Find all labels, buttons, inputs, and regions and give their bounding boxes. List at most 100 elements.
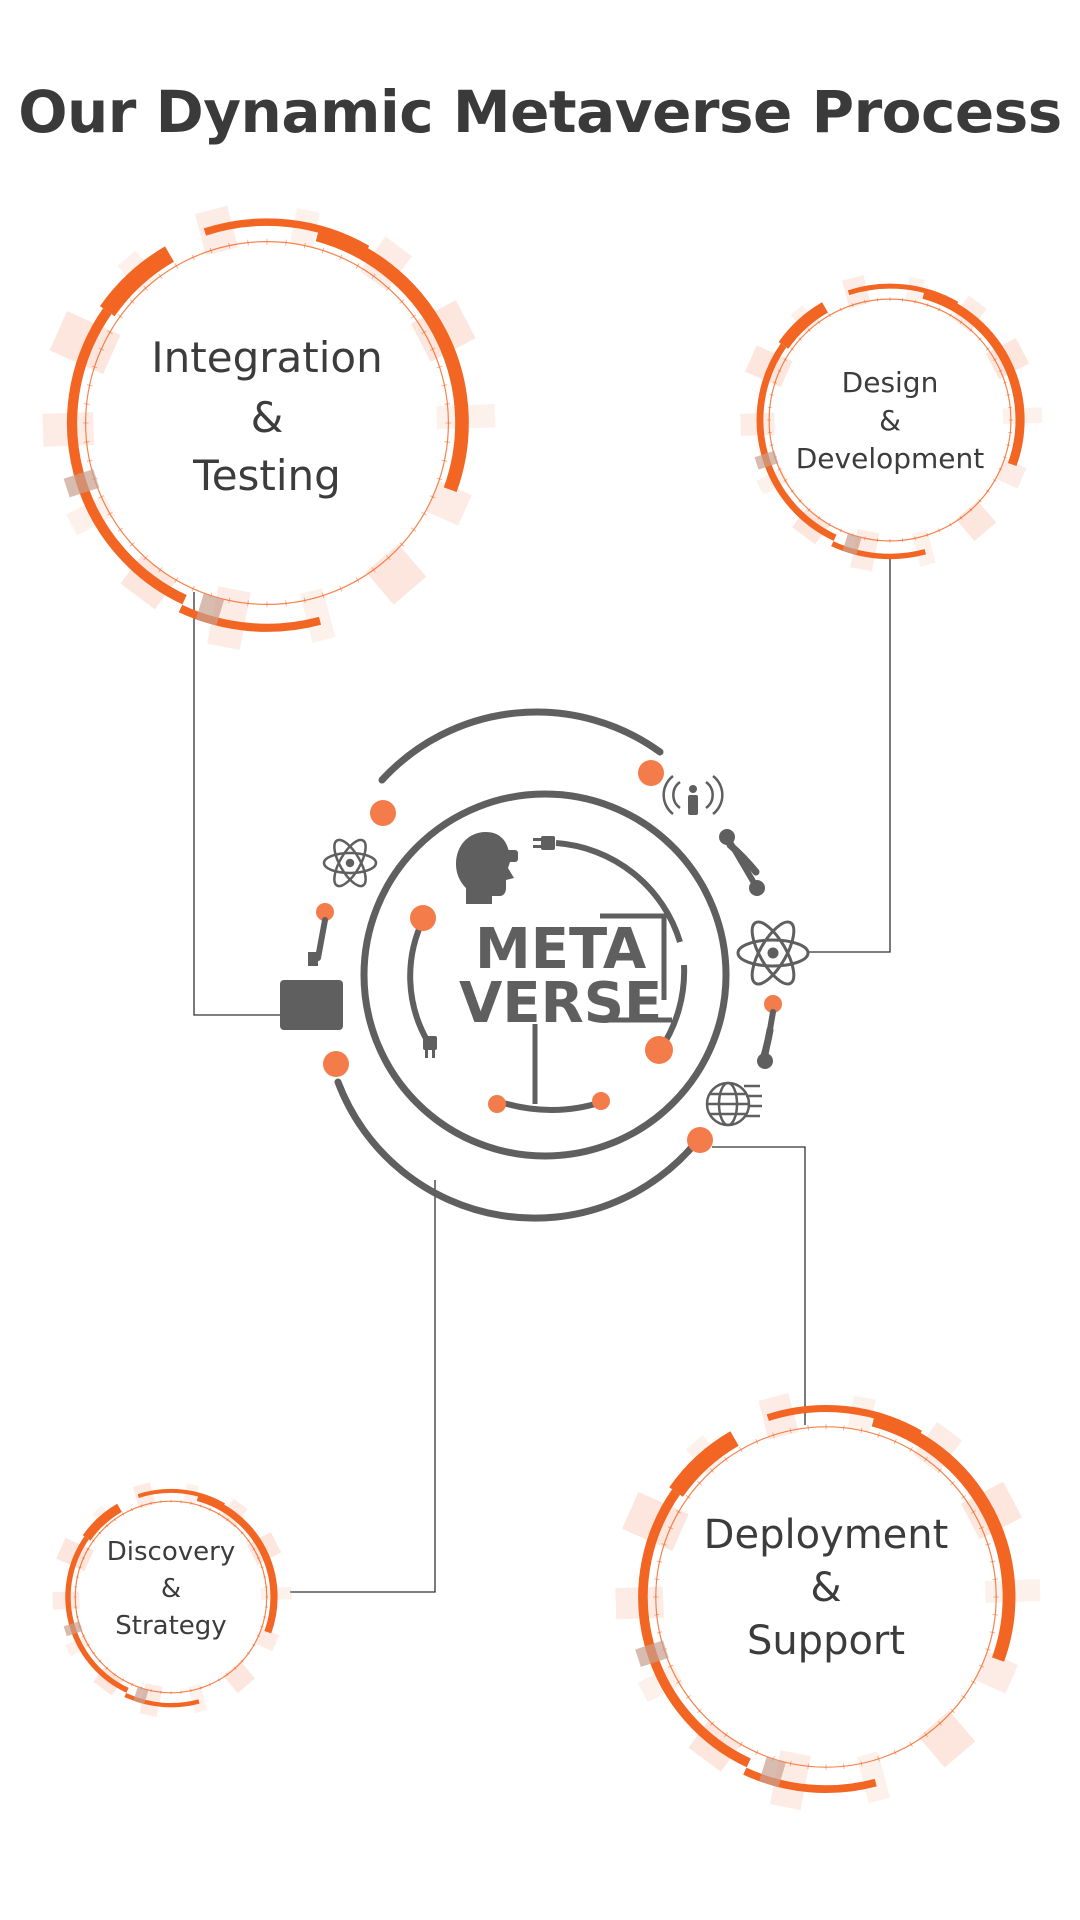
ring-tick xyxy=(117,314,123,319)
ring-block xyxy=(918,1710,976,1768)
ring-tick xyxy=(790,489,795,493)
ring-tick xyxy=(131,1507,134,1512)
ring-tick xyxy=(950,1708,955,1713)
ring-tick xyxy=(247,239,249,246)
ring-tick xyxy=(190,1689,192,1693)
plug-icon xyxy=(533,836,555,850)
ring-tick xyxy=(675,1680,682,1684)
ring-tick xyxy=(158,273,163,279)
ring-tick xyxy=(989,1631,996,1634)
ring-accent-block xyxy=(759,1756,786,1788)
ring-tick xyxy=(893,1749,897,1756)
hub-outer-ring-bottom xyxy=(334,1078,702,1222)
ring-tick xyxy=(992,479,997,482)
ring-tick xyxy=(91,365,98,369)
ring-tick xyxy=(769,394,774,396)
hub-stick xyxy=(315,917,328,961)
ring-tick xyxy=(86,384,93,387)
ring-arc-bottom xyxy=(831,541,927,560)
ring-tick xyxy=(978,1664,985,1668)
ring-block xyxy=(188,1684,208,1714)
ring-tick xyxy=(98,1659,102,1663)
ring-tick xyxy=(86,1643,90,1647)
ring-tick xyxy=(783,358,788,361)
ring-tick xyxy=(98,1531,102,1535)
ring-tick xyxy=(75,1576,79,1578)
ring-tick xyxy=(697,1708,702,1713)
ring-arc-right xyxy=(196,1494,278,1634)
ring-tick xyxy=(969,508,973,512)
ring-tick xyxy=(174,577,179,583)
ring-tick xyxy=(978,337,982,341)
hub-sticks xyxy=(315,834,776,1061)
ring-tick xyxy=(386,555,391,561)
ring-tick xyxy=(828,522,831,527)
ring-tick xyxy=(240,1659,244,1663)
ring-tick xyxy=(843,1763,845,1770)
page-title: Our Dynamic Metaverse Process xyxy=(18,78,1062,146)
ring-tick xyxy=(113,1518,116,1522)
ring-tick xyxy=(233,1666,237,1670)
ring-tick xyxy=(789,1760,792,1767)
ring-tick xyxy=(92,1539,96,1542)
ring-tick xyxy=(685,1695,691,1699)
ring-tick xyxy=(411,314,417,319)
ring-arc-top-left xyxy=(778,302,829,349)
ring-tick xyxy=(263,1576,267,1578)
ring-tick xyxy=(843,1424,845,1431)
ring-accent-block xyxy=(63,1621,83,1637)
hub-inner-arc-bottom xyxy=(499,1099,603,1113)
ring-tick xyxy=(914,536,916,541)
ring-tick xyxy=(959,320,963,325)
hub-stick-end xyxy=(749,880,765,896)
ring-tick xyxy=(949,313,952,318)
ring-tick xyxy=(303,242,306,249)
ring-tick xyxy=(86,459,93,462)
hub-dot xyxy=(410,905,436,931)
ring-tick xyxy=(949,522,952,527)
ring-tick xyxy=(992,1614,999,1616)
ring-tick xyxy=(226,1518,229,1522)
ring-arc-top xyxy=(766,1405,922,1437)
ring-tick xyxy=(355,263,360,269)
ring-arc-right xyxy=(315,228,469,493)
ring-tick xyxy=(441,384,448,387)
ring-tick xyxy=(75,1616,79,1618)
ring-tick xyxy=(710,1468,715,1473)
ring-tick xyxy=(83,441,90,443)
ring-tick xyxy=(421,511,427,516)
hub-stick-end xyxy=(757,1053,773,1069)
ring-tick xyxy=(755,1438,759,1445)
ring-block xyxy=(365,544,427,605)
ring-arc-top xyxy=(203,218,370,253)
hub-dot xyxy=(316,903,334,921)
ring-tick xyxy=(263,1616,267,1618)
stages-layer xyxy=(42,205,1043,1811)
ring-tick xyxy=(98,495,105,499)
stage-deployment-line-1: Deployment xyxy=(704,1512,949,1558)
ring-tick xyxy=(959,515,963,520)
stage-integration: Integration & Testing xyxy=(151,333,382,500)
ring-block xyxy=(223,1661,256,1694)
ring-tick xyxy=(143,555,148,561)
ring-arc-top xyxy=(137,1488,225,1507)
ring-tick xyxy=(252,1547,256,1551)
hub-stick xyxy=(724,834,760,891)
ring-tick xyxy=(724,1732,728,1738)
ring-tick xyxy=(260,1566,264,1569)
ring-tick xyxy=(961,1695,967,1699)
ring-tick xyxy=(978,499,982,503)
ring-tick xyxy=(938,307,941,312)
ring-tick xyxy=(190,1501,192,1505)
ring-tick xyxy=(755,1749,759,1756)
ring-tick xyxy=(436,365,443,369)
ring-tick xyxy=(985,489,990,493)
ring-tick xyxy=(798,337,802,341)
ring-tick xyxy=(653,1578,660,1580)
ring-block xyxy=(955,500,997,542)
ring-arc-right xyxy=(922,290,1025,467)
ring-tick xyxy=(1002,456,1007,459)
ring-tick xyxy=(926,303,929,308)
ring-tick xyxy=(247,600,249,607)
ring-tick xyxy=(769,444,774,446)
